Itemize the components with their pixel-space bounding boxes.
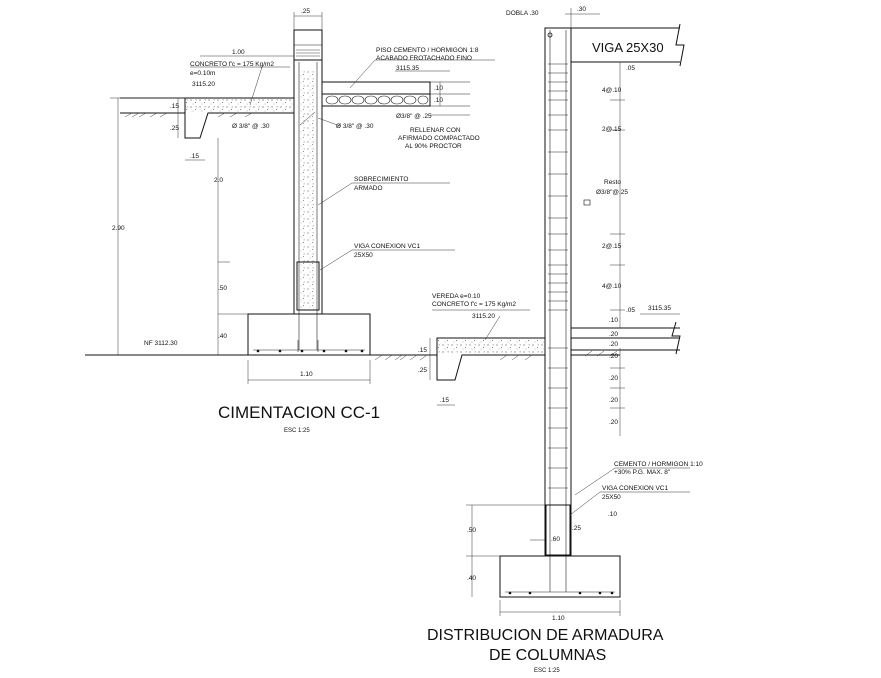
dim-60: .60 bbox=[551, 536, 560, 543]
left-title: CIMENTACION CC-1 bbox=[218, 403, 380, 422]
dim-slab-width: 1.00 bbox=[232, 49, 245, 56]
dim-20-d: .20 bbox=[609, 397, 618, 404]
note-sobre-1: SOBRECIMIENTO bbox=[354, 176, 408, 183]
footing-rebar-dots bbox=[256, 349, 364, 353]
dobla-marker bbox=[547, 32, 553, 38]
right-dimension-lines bbox=[429, 8, 680, 616]
ground-hatch-left bbox=[124, 112, 253, 118]
dim-right-footing-width: 1.10 bbox=[552, 615, 565, 622]
note-piso: PISO CEMENTO / HORMIGON 1:8 bbox=[376, 47, 479, 54]
piso-fill bbox=[321, 93, 431, 107]
note-cemento-2: +30% P.G. MAX. 8" bbox=[614, 469, 671, 476]
dim-25-right: .25 bbox=[572, 525, 581, 532]
note-rebar-b: Ø 3/8" @ .30 bbox=[336, 123, 374, 130]
note-elev-vereda: 3115.20 bbox=[192, 81, 215, 88]
right-leaders bbox=[432, 309, 690, 516]
dim-25-right-a: .25 bbox=[418, 367, 427, 374]
left-dimension-lines bbox=[110, 12, 441, 384]
left-scale: ESC 1:25 bbox=[284, 428, 310, 434]
viga-conexion-box bbox=[296, 261, 320, 311]
dim-15-a: .15 bbox=[170, 103, 179, 110]
dim-15-right-a: .15 bbox=[418, 347, 427, 354]
column-top-hatch bbox=[296, 49, 320, 57]
note-rellenar-1: RELLENAR CON bbox=[410, 127, 461, 134]
armadura-detail: DOBLA .30 .30 VIGA 25X30 .05 4@.10 2@.15… bbox=[380, 6, 703, 674]
note-rellenar-3: AL 90% PROCTOR bbox=[405, 143, 462, 150]
right-scale: ESC 1:25 bbox=[534, 668, 560, 674]
cimentacion-detail: .25 1.00 CONCRETO f'c = 175 Kg/m2 e=0.10… bbox=[85, 8, 495, 434]
dim-20-a: .20 bbox=[609, 331, 618, 338]
vereda-slab-left bbox=[184, 97, 295, 139]
resto-marker bbox=[583, 199, 591, 206]
spacing-3: 2@.15 bbox=[602, 243, 622, 250]
spacing-1: 4@.10 bbox=[602, 87, 622, 94]
dim-total-height: 2.90 bbox=[112, 225, 125, 232]
left-leaders bbox=[190, 59, 495, 271]
dim-15-right-b: .15 bbox=[440, 397, 449, 404]
viga-label: VIGA 25X30 bbox=[592, 40, 664, 55]
resto-label: Resto bbox=[604, 179, 621, 186]
note-cemento-1: CEMENTO / HORMIGON 1:10 bbox=[614, 461, 703, 468]
dim-10-c: .10 bbox=[609, 317, 618, 324]
note-concreto-right: CONCRETO f'c = 175 Kg/m2 bbox=[432, 301, 516, 308]
right-viga-box bbox=[545, 504, 571, 556]
right-footing bbox=[499, 555, 621, 598]
note-concreto: CONCRETO f'c = 175 Kg/m2 bbox=[190, 61, 274, 68]
piso-stones bbox=[325, 95, 429, 105]
ground-hatch-footing bbox=[374, 354, 403, 361]
dim-10-b: .10 bbox=[434, 97, 443, 104]
note-acabado: ACABADO FROTACHADO FINO bbox=[376, 55, 472, 62]
dim-20: 2.0 bbox=[214, 177, 223, 184]
note-espesor: e=0.10m bbox=[190, 70, 215, 77]
note-viga-right-1: VIGA CONEXION VC1 bbox=[602, 485, 668, 492]
dim-right-col-top: .30 bbox=[577, 6, 586, 13]
dim-10-d: .10 bbox=[608, 511, 617, 518]
dim-25-a: .25 bbox=[170, 125, 179, 132]
right-title-1: DISTRIBUCION DE ARMADURA bbox=[427, 627, 664, 644]
dim-40-right: .40 bbox=[467, 575, 476, 582]
dim-20-f: .20 bbox=[609, 341, 618, 348]
dim-20-b: .20 bbox=[609, 353, 618, 360]
spacing-2: 2@.15 bbox=[602, 126, 622, 133]
spacing-4: 4@.10 bbox=[602, 283, 622, 290]
dim-15-b: .15 bbox=[190, 153, 199, 160]
mid-slab-break bbox=[671, 321, 681, 355]
resto-rebar: Ø3/8"@.25 bbox=[596, 189, 628, 196]
right-title-2: DE COLUMNAS bbox=[489, 647, 606, 664]
footing bbox=[247, 313, 371, 356]
right-footing-rebar-dots bbox=[508, 591, 614, 595]
vereda-slab-right bbox=[436, 337, 546, 381]
note-viga-2: 25X50 bbox=[354, 252, 373, 259]
dim-20-c: .20 bbox=[609, 375, 618, 382]
note-sobre-2: ARMADO bbox=[354, 185, 383, 192]
note-nf: NF 3112.30 bbox=[144, 340, 178, 347]
vereda-right-stipple bbox=[438, 339, 544, 354]
dim-10-a: .10 bbox=[434, 85, 443, 92]
dim-20-e: .20 bbox=[609, 419, 618, 426]
column-stirrups bbox=[548, 63, 568, 489]
note-vereda: VEREDA e=0.10 bbox=[432, 293, 481, 300]
note-rebar-a: Ø 3/8" @ .30 bbox=[232, 123, 270, 130]
dim-05-b: .05 bbox=[626, 307, 635, 314]
piso-slab bbox=[321, 81, 431, 95]
dobla-label: DOBLA .30 bbox=[506, 10, 539, 17]
dim-50-right: .50 bbox=[467, 527, 476, 534]
note-viga-1: VIGA CONEXION VC1 bbox=[354, 243, 420, 250]
ground-hatch-right bbox=[399, 350, 618, 361]
note-viga-right-2: 25X50 bbox=[602, 494, 621, 501]
dim-50: .50 bbox=[218, 285, 227, 292]
note-rellenar-2: AFIRMADO COMPACTADO bbox=[398, 135, 480, 142]
dim-footing-width: 1.10 bbox=[300, 371, 313, 378]
dim-40: .40 bbox=[218, 333, 227, 340]
dim-05-top: .05 bbox=[626, 65, 635, 72]
column-stipple bbox=[300, 70, 316, 310]
note-rebar-c: Ø3/8" @ .25 bbox=[396, 113, 432, 120]
note-elev-piso: 3115.35 bbox=[396, 65, 419, 72]
note-elev-vereda-right: 3115.20 bbox=[472, 313, 495, 320]
elev-b: 3115.35 bbox=[648, 305, 671, 312]
viga-break bbox=[675, 23, 685, 67]
vereda-stipple bbox=[186, 99, 293, 112]
dim-col-top: .25 bbox=[301, 8, 310, 15]
